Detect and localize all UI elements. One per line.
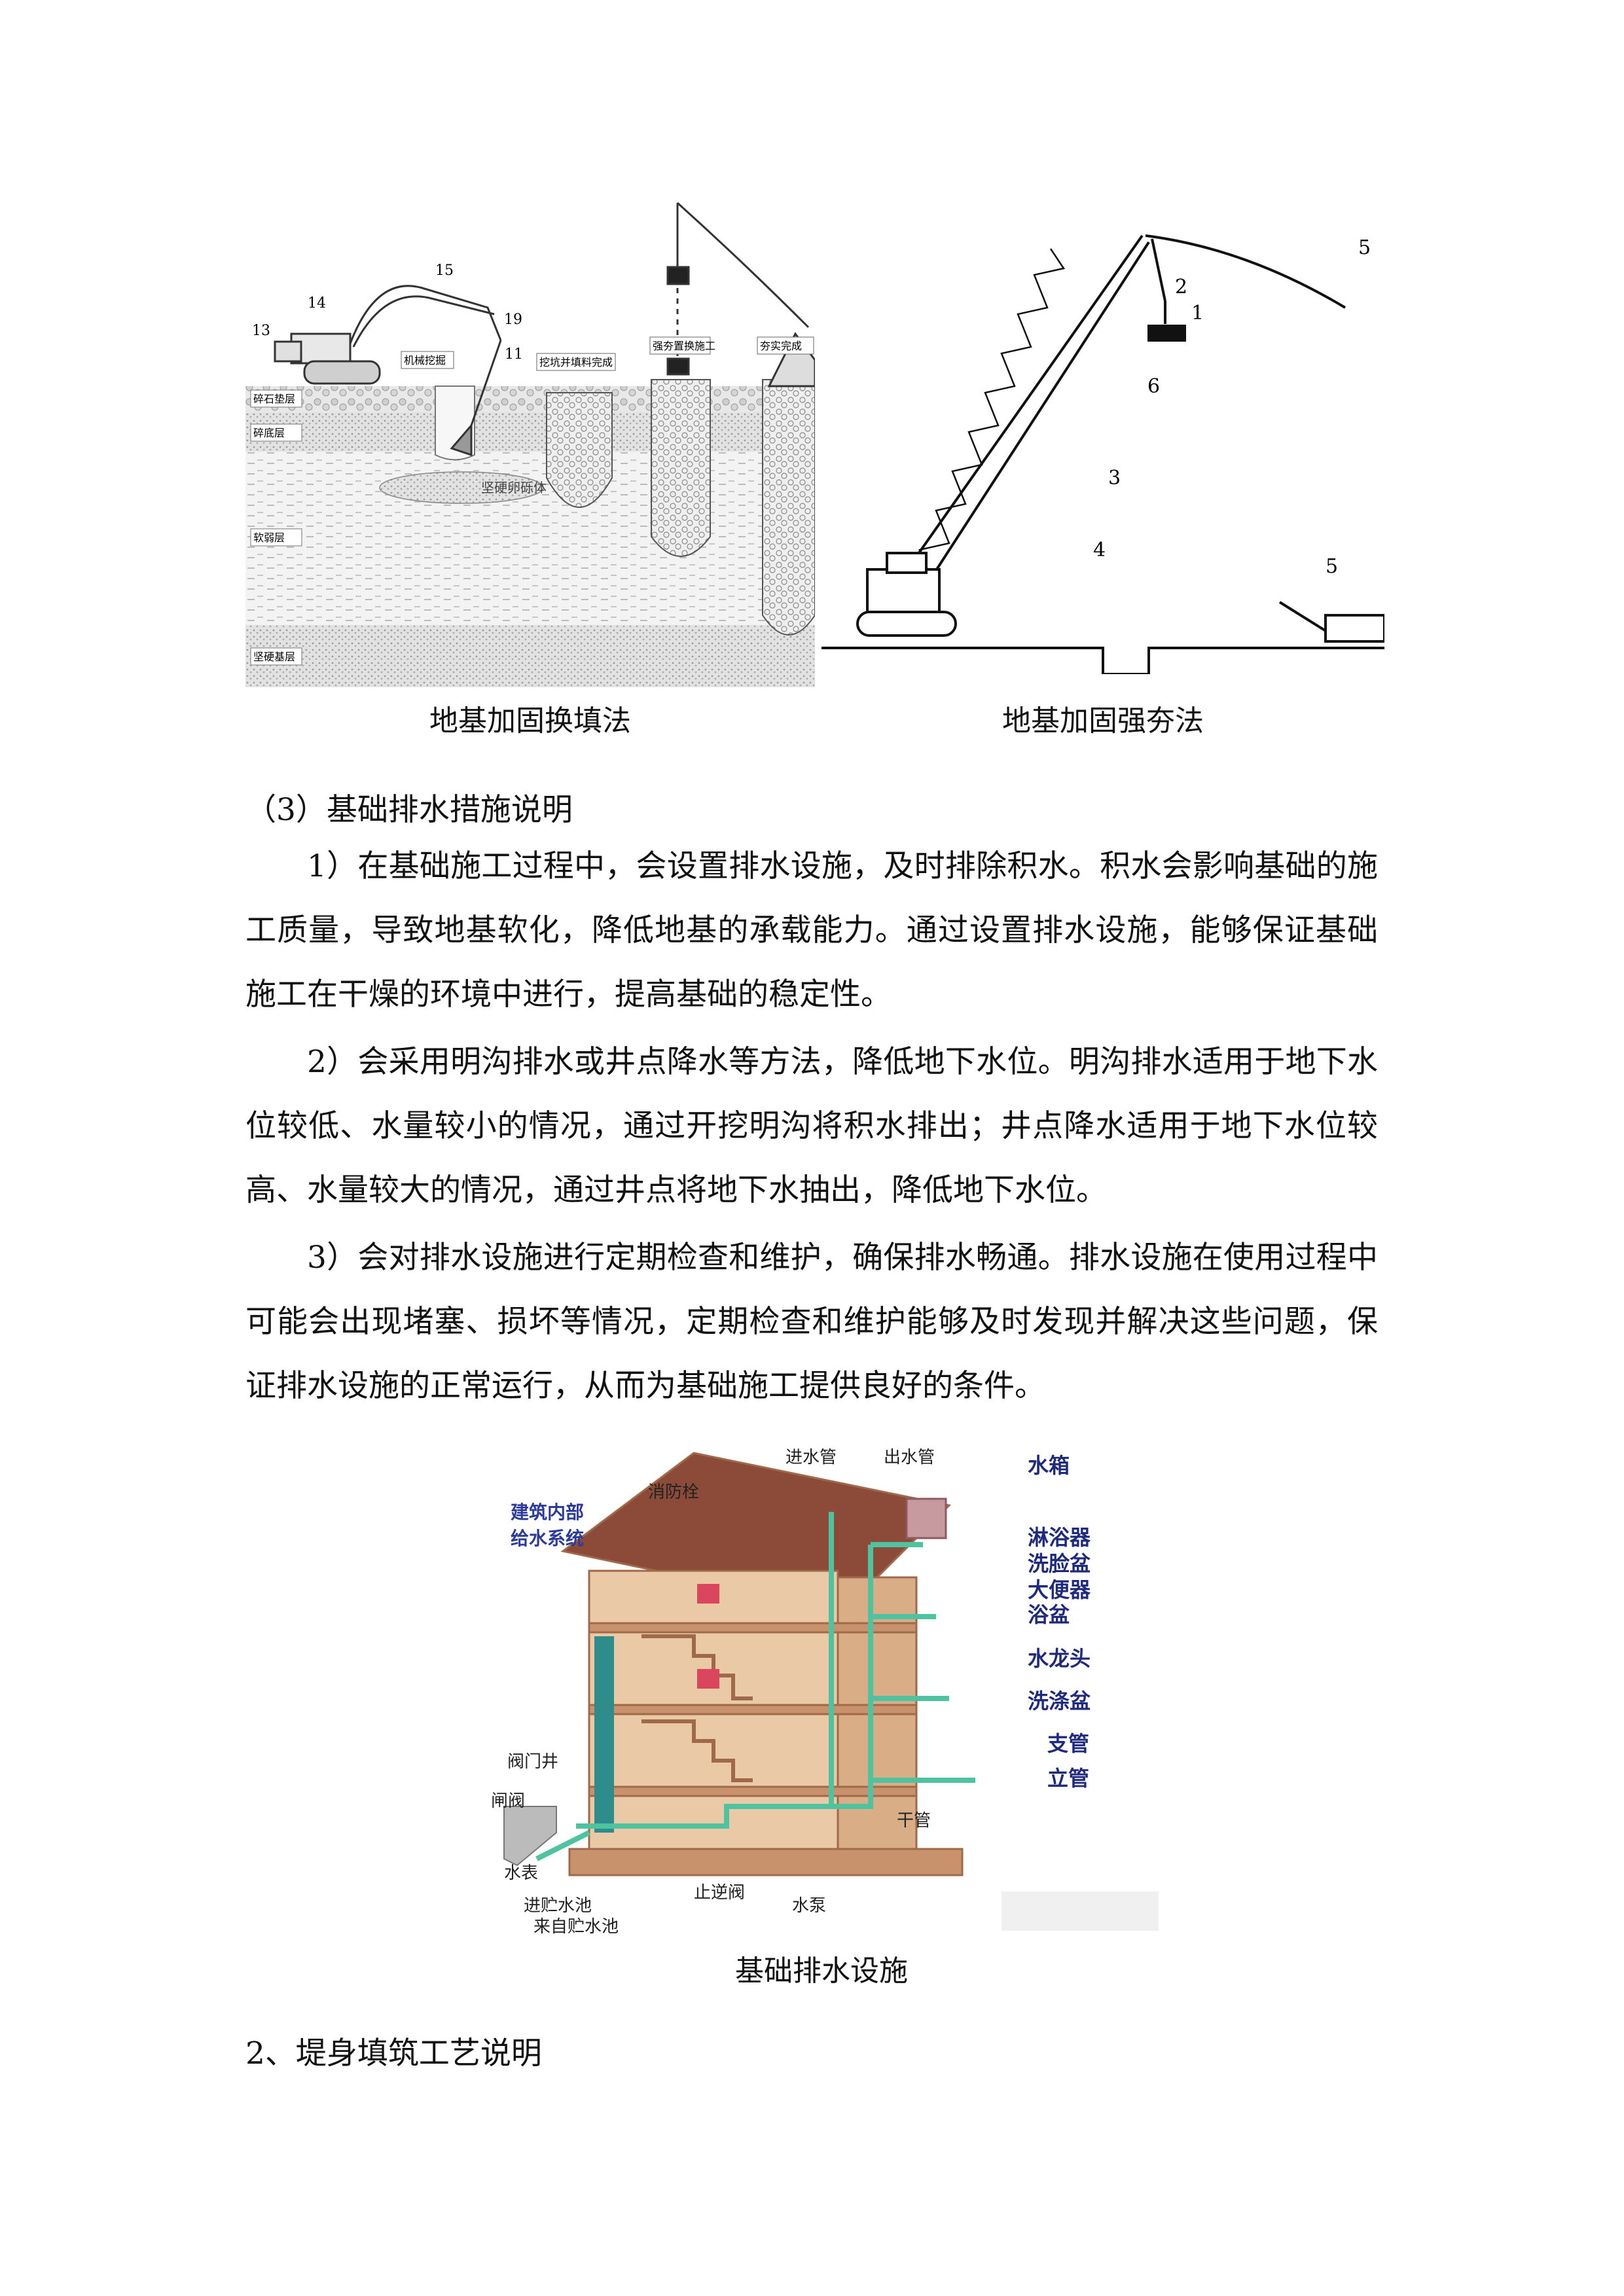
excavator — [274, 285, 502, 457]
paragraph-3-text: 3）会对排水设施进行定期检查和维护，确保排水畅通。排水设施在使用过程中可能会出现… — [245, 1240, 1378, 1404]
section2-heading: 2、堤身填筑工艺说明 — [245, 2036, 542, 2072]
figure-dynamic-compaction: 5 2 1 6 3 4 5 — [821, 234, 1384, 674]
num-5-top: 5 — [1358, 236, 1371, 259]
label-faucet: 水龙头 — [1028, 1646, 1091, 1671]
label-gate-valve: 闸阀 — [491, 1791, 525, 1811]
layer-label-4: 坚硬基层 — [253, 651, 295, 663]
figure1-caption: 地基加固换填法 — [429, 704, 631, 738]
label-pump: 水泵 — [792, 1896, 826, 1916]
label-main: 干管 — [897, 1811, 931, 1831]
title-line-2: 给水系统 — [511, 1528, 584, 1549]
label-toilet: 大便器 — [1028, 1577, 1091, 1602]
stage-1: 机械挖掘 — [404, 354, 446, 367]
num-13: 13 — [252, 323, 270, 339]
label-sink: 洗涤盆 — [1028, 1689, 1091, 1713]
stage-3: 强夯置换施工 — [653, 340, 715, 352]
num-4: 4 — [1093, 539, 1106, 562]
label-tank: 水箱 — [1028, 1453, 1070, 1478]
layer-label-3: 软弱层 — [253, 531, 285, 544]
label-riser: 立管 — [1047, 1766, 1089, 1791]
label-storage-from: 来自贮水池 — [533, 1917, 619, 1937]
label-hydrant: 消防栓 — [648, 1482, 699, 1502]
label-check-valve: 止逆阀 — [694, 1883, 745, 1903]
stage-4: 夯实完成 — [760, 340, 802, 352]
section3-heading: （3）基础排水措施说明 — [245, 792, 573, 828]
label-valve-well: 阀门井 — [507, 1752, 558, 1772]
figure2-caption: 地基加固强夯法 — [1002, 704, 1204, 738]
num-1: 1 — [1191, 302, 1204, 325]
num-19: 19 — [504, 312, 522, 328]
num-11: 11 — [505, 346, 523, 363]
layer-label-2: 碎底层 — [253, 427, 285, 439]
tamper-crane — [666, 202, 815, 387]
label-branch: 支管 — [1047, 1731, 1089, 1756]
num-5-bottom: 5 — [1326, 555, 1338, 578]
paragraph-1-text: 1）在基础施工过程中，会设置排水设施，及时排除积水。积水会影响基础的施工质量，导… — [245, 848, 1378, 1013]
paragraph-2: 2）会采用明沟排水或井点降水等方法，降低地下水位。明沟排水适用于地下水位较低、水… — [245, 1030, 1378, 1223]
label-storage-in: 进贮水池 — [524, 1896, 592, 1916]
num-3: 3 — [1108, 467, 1121, 490]
label-bathtub: 浴盆 — [1028, 1602, 1070, 1627]
label-shower: 淋浴器 — [1028, 1525, 1091, 1550]
num-14: 14 — [308, 295, 326, 312]
num-2: 2 — [1175, 276, 1187, 298]
paragraph-1: 1）在基础施工过程中，会设置排水设施，及时排除积水。积水会影响基础的施工质量，导… — [245, 834, 1378, 1027]
label-basin: 洗脸盆 — [1028, 1551, 1091, 1576]
figure-replacement-fill: 坚硬卵砾体 13 14 15 19 11 机械挖掘 挖坑并填料完成 强夯置换施工… — [245, 202, 815, 687]
figure-water-supply: 建筑内部 给水系统 进水管 出水管 消防栓 阀门井 闸阀 水表 进贮水池 来自贮… — [491, 1448, 1159, 1937]
label-inlet: 进水管 — [785, 1448, 837, 1467]
stage-2: 挖坑并填料完成 — [539, 356, 613, 368]
paragraph-2-text: 2）会采用明沟排水或井点降水等方法，降低地下水位。明沟排水适用于地下水位较低、水… — [245, 1044, 1378, 1208]
core-label: 坚硬卵砾体 — [481, 480, 547, 495]
label-outlet: 出水管 — [884, 1448, 935, 1467]
title-line-1: 建筑内部 — [511, 1501, 584, 1523]
figure3-caption: 基础排水设施 — [735, 1954, 908, 1988]
num-15: 15 — [435, 262, 454, 279]
layer-label-1: 碎石垫层 — [253, 393, 295, 405]
label-meter: 水表 — [504, 1863, 538, 1883]
num-6: 6 — [1147, 375, 1160, 398]
paragraph-3: 3）会对排水设施进行定期检查和维护，确保排水畅通。排水设施在使用过程中可能会出现… — [245, 1226, 1378, 1418]
